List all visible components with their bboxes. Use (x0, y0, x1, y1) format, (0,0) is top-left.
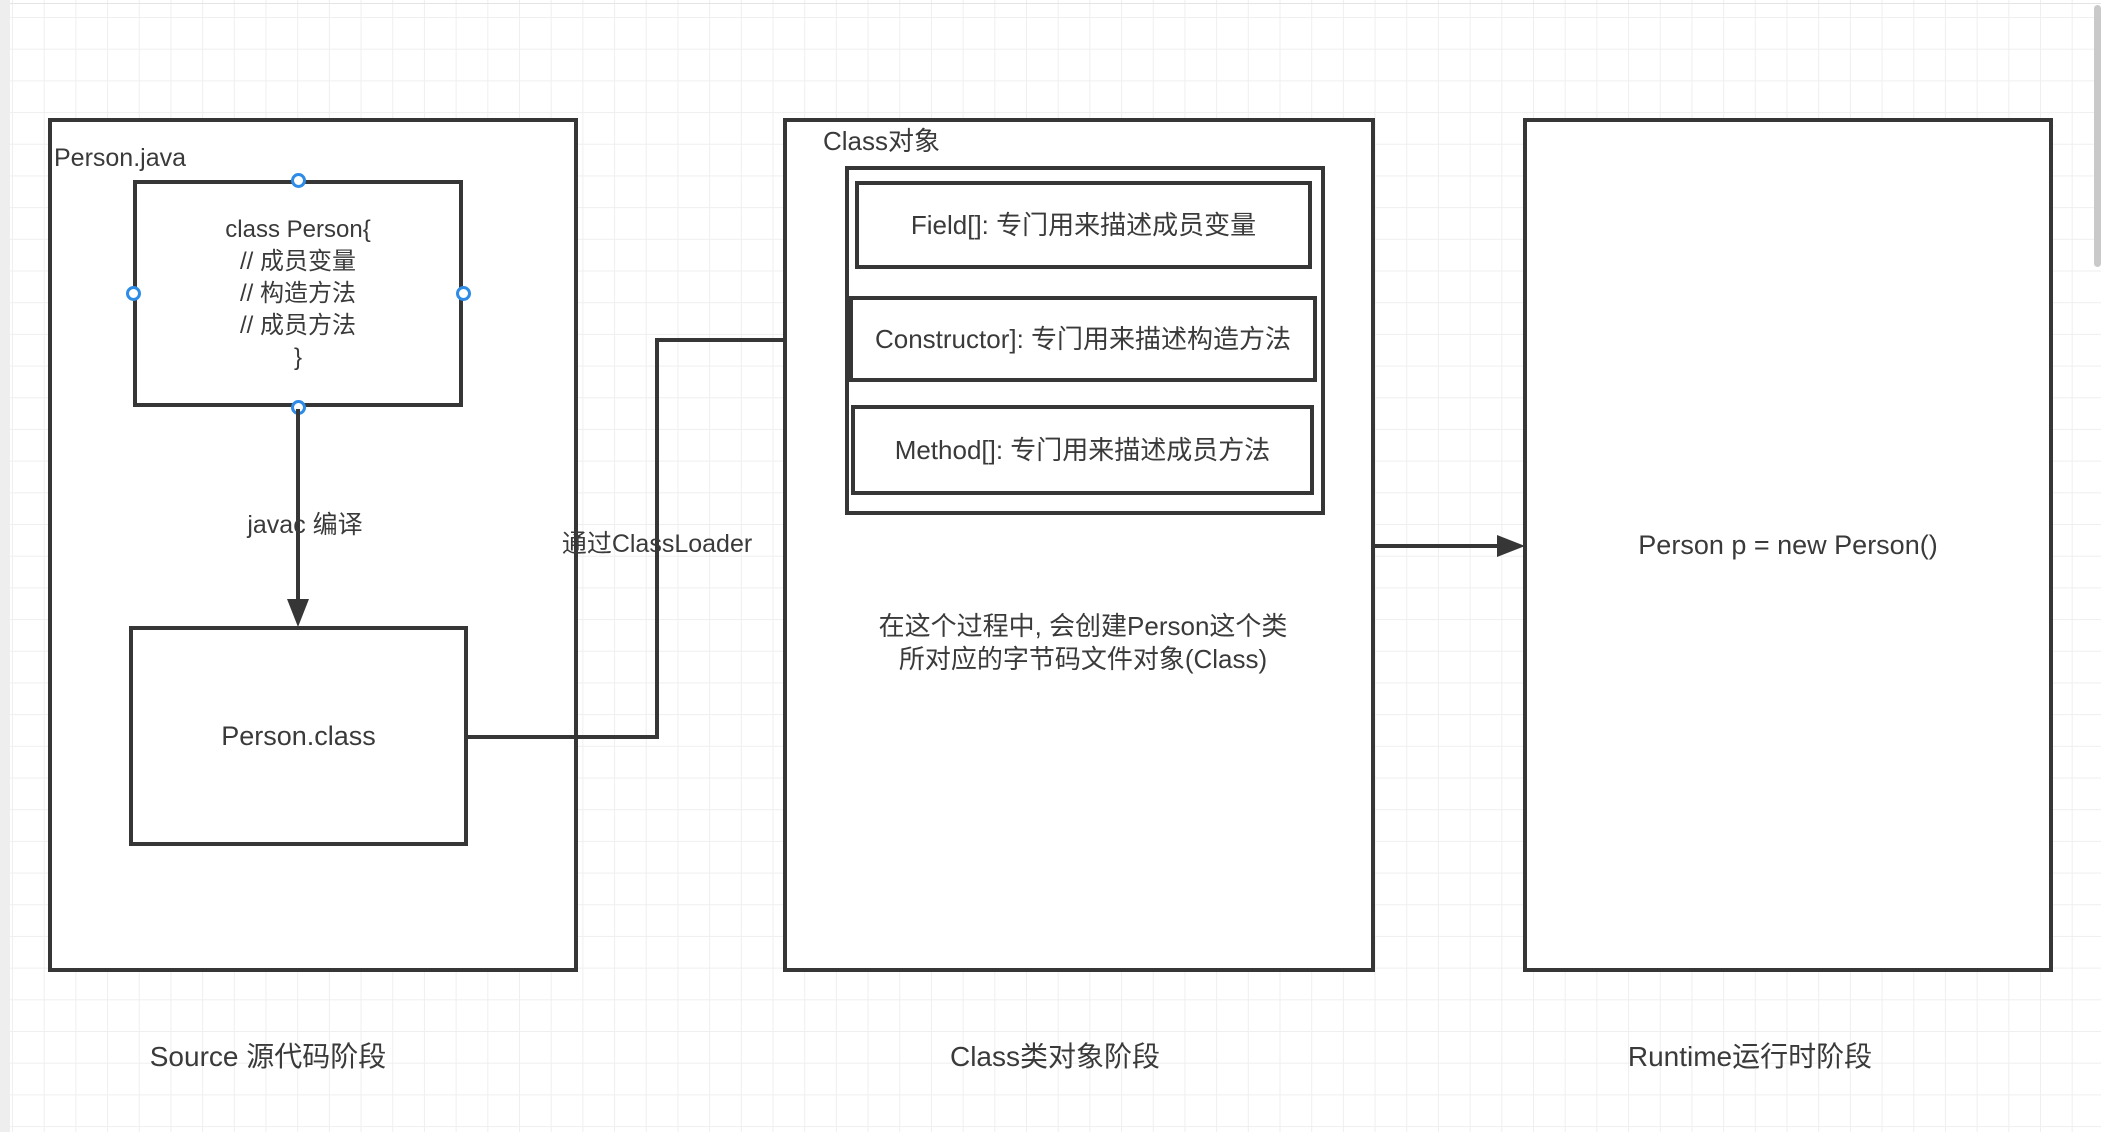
note-line: 在这个过程中, 会创建Person这个类 (878, 611, 1288, 641)
method-label: Method[]: 专门用来描述成员方法 (894, 434, 1271, 465)
code-line: // 成员变量 (239, 248, 356, 275)
code-line: // 构造方法 (239, 280, 356, 307)
field-box[interactable]: Field[]: 专门用来描述成员变量 (855, 181, 1312, 269)
class-object-title: Class对象 (823, 126, 941, 156)
code-line: // 成员方法 (239, 312, 356, 339)
caption-class[interactable]: Class类对象阶段 (949, 1041, 1160, 1072)
class-source-code: class Person{ // 成员变量 // 构造方法 // 成员方法 } (137, 184, 459, 374)
caption-runtime[interactable]: Runtime运行时阶段 (1627, 1041, 1873, 1072)
left-edge-strip (0, 0, 10, 1132)
classloader-connector-v[interactable] (655, 338, 659, 739)
constructor-box[interactable]: Constructor]: 专门用来描述构造方法 (849, 296, 1317, 382)
class-source-box[interactable]: class Person{ // 成员变量 // 构造方法 // 成员方法 } (133, 180, 463, 407)
person-java-label: Person.java (54, 144, 187, 172)
javac-arrow-label[interactable]: javac 编译 (247, 511, 363, 539)
new-person-expression: Person p = new Person() (1638, 529, 1938, 560)
classloader-label[interactable]: 通过ClassLoader (561, 530, 753, 558)
field-label: Field[]: 专门用来描述成员变量 (910, 209, 1257, 240)
classloader-connector-h1[interactable] (466, 735, 659, 739)
note-line: 所对应的字节码文件对象(Class) (898, 644, 1268, 674)
code-line: class Person{ (225, 216, 371, 243)
classloader-connector-h2[interactable] (659, 338, 819, 342)
method-box[interactable]: Method[]: 专门用来描述成员方法 (851, 405, 1314, 495)
selection-handle-top[interactable] (290, 172, 306, 188)
person-class-label: Person.class (221, 720, 376, 751)
runtime-arrow-head (1497, 535, 1525, 557)
class-creation-note: 在这个过程中, 会创建Person这个类 所对应的字节码文件对象(Class) (833, 610, 1333, 676)
runtime-stage-box[interactable]: Person p = new Person() (1523, 118, 2053, 972)
javac-arrow-line[interactable] (296, 409, 300, 599)
selection-handle-left[interactable] (125, 285, 141, 301)
person-class-box[interactable]: Person.class (129, 626, 468, 846)
caption-source[interactable]: Source 源代码阶段 (149, 1041, 387, 1072)
runtime-arrow-line[interactable] (1375, 544, 1497, 548)
code-line: } (293, 344, 302, 371)
top-border-line (0, 3, 2101, 4)
selection-handle-right[interactable] (455, 285, 471, 301)
vertical-scrollbar-thumb[interactable] (2094, 5, 2101, 267)
constructor-label: Constructor]: 专门用来描述构造方法 (874, 323, 1292, 354)
javac-arrow-head (287, 599, 309, 627)
